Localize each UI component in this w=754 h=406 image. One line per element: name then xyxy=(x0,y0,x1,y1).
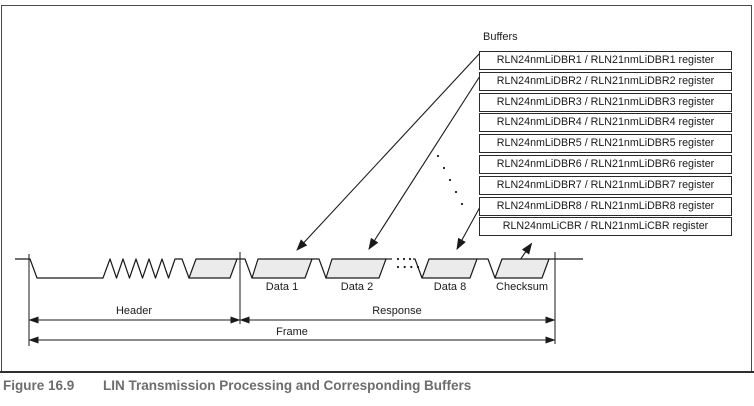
frame-span-label: Frame xyxy=(276,326,308,338)
figure-frame-right-border xyxy=(751,5,752,372)
register-row-dbr8: RLN24nmLiDBR8 / RLN21nmLiDBR8 register xyxy=(479,196,732,216)
figure-frame-top-border xyxy=(1,5,752,6)
response-span-label: Response xyxy=(372,305,422,317)
figure-caption: Figure 16.9 LIN Transmission Processing a… xyxy=(3,378,471,393)
register-row-dbr4: RLN24nmLiDBR4 / RLN21nmLiDBR4 register xyxy=(479,113,732,133)
checksum-field-label: Checksum xyxy=(496,281,548,293)
register-row-dbr5: RLN24nmLiDBR5 / RLN21nmLiDBR5 register xyxy=(479,134,732,154)
dimension-lines xyxy=(28,316,556,344)
arrow-checksum-to-cbr xyxy=(520,242,533,259)
pid-field-shape xyxy=(188,258,238,279)
buffer-register-list: RLN24nmLiDBR1 / RLN21nmLiDBR1 register R… xyxy=(479,51,732,237)
buffer-arrows-ellipsis-dots xyxy=(436,154,464,206)
data8-field-shape xyxy=(421,258,478,279)
figure-number: Figure 16.9 xyxy=(3,378,75,393)
data1-field-label: Data 1 xyxy=(265,281,299,293)
register-row-dbr6: RLN24nmLiDBR6 / RLN21nmLiDBR6 register xyxy=(479,154,732,174)
lin-diagram-svg xyxy=(15,52,583,346)
data1-field-shape xyxy=(251,258,313,279)
register-row-dbr2: RLN24nmLiDBR2 / RLN21nmLiDBR2 register xyxy=(479,71,732,91)
waveform-ellipsis-dots xyxy=(396,257,420,269)
data8-field-label: Data 8 xyxy=(433,281,467,293)
buffers-label: Buffers xyxy=(483,31,518,43)
register-row-cbr: RLN24nmLiCBR / RLN21nmLiCBR register xyxy=(479,217,732,237)
register-row-dbr1: RLN24nmLiDBR1 / RLN21nmLiDBR1 register xyxy=(479,51,732,70)
buffer-pointer-arrows xyxy=(296,52,533,259)
figure-title: LIN Transmission Processing and Correspo… xyxy=(103,378,472,393)
header-span-label: Header xyxy=(115,305,153,317)
caption-divider-rule xyxy=(0,371,754,373)
figure-frame-left-border xyxy=(1,5,2,372)
arrow-dbr2-to-data2 xyxy=(368,75,481,250)
arrow-dbr8-to-data8 xyxy=(456,206,481,250)
register-row-dbr3: RLN24nmLiDBR3 / RLN21nmLiDBR3 register xyxy=(479,92,732,112)
checksum-field-shape xyxy=(494,258,550,279)
dimension-guide-lines xyxy=(28,252,556,346)
arrow-dbr1-to-data1 xyxy=(296,52,481,251)
waveform-byte-fields xyxy=(188,258,550,279)
register-row-dbr7: RLN24nmLiDBR7 / RLN21nmLiDBR7 register xyxy=(479,175,732,195)
data2-field-label: Data 2 xyxy=(340,281,374,293)
data2-field-shape xyxy=(325,258,387,279)
